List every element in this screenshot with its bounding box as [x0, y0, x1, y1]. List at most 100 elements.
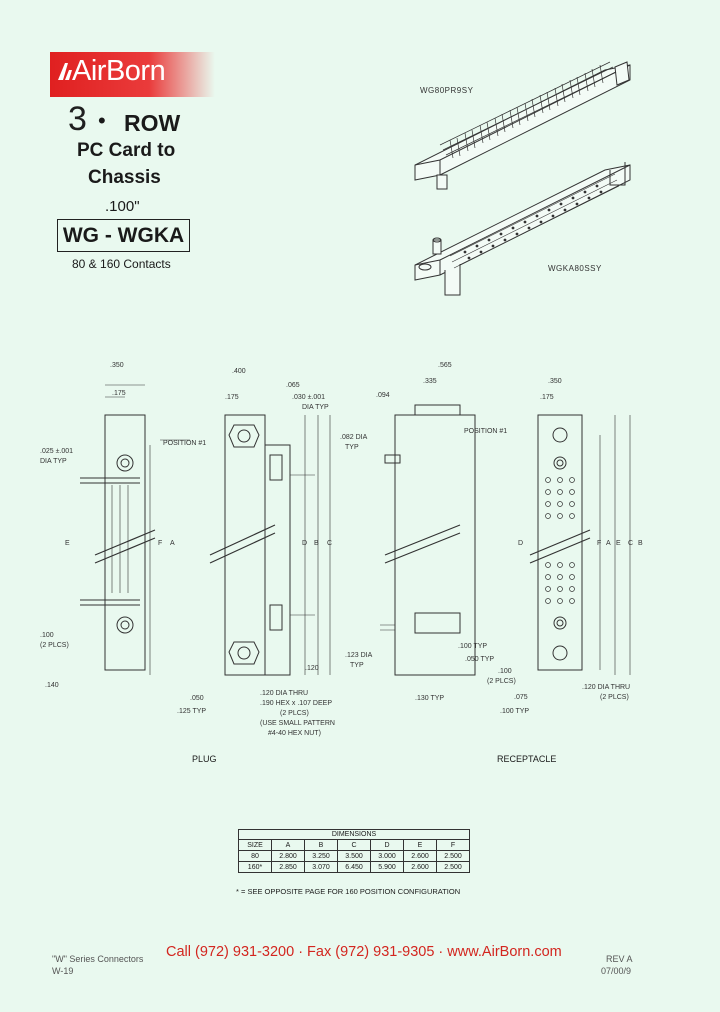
rec-side-d: D — [518, 540, 523, 547]
rec-dim-050typ: .050 TYP — [465, 656, 494, 663]
plug-side-d: D — [302, 540, 307, 547]
receptacle-connector-drawing — [414, 162, 631, 296]
plug-part-number: WG80PR9SY — [420, 86, 474, 95]
header-b: B — [304, 839, 338, 851]
title-line-1: PC Card to — [77, 140, 176, 161]
plug-dia-025-typ: DIA TYP — [40, 458, 67, 465]
title-line-2: Chassis — [88, 167, 161, 188]
plug-connector-drawing — [414, 61, 631, 190]
receptacle-part-number: WGKA80SSY — [548, 264, 602, 273]
rec-dim-175: .175 — [540, 394, 554, 401]
table-cell: 2.600 — [403, 861, 437, 873]
plug-note-3: (2 PLCS) — [280, 710, 309, 717]
table-header-row: SIZE A B C D E F — [238, 839, 470, 851]
plug-dim-100: .100 — [40, 632, 54, 639]
rec-dim-094: .094 — [376, 392, 390, 399]
plug-side-a: A — [170, 540, 175, 547]
plug-dim-175: .175 — [112, 390, 126, 397]
plug-dim-120: .120 — [305, 665, 319, 672]
header-f: F — [436, 839, 470, 851]
plug-dim-140: .140 — [45, 682, 59, 689]
plug-dia-030-typ: DIA TYP — [302, 404, 329, 411]
logo-banner — [50, 52, 215, 97]
plug-side-b: B — [314, 540, 319, 547]
plug-dia-030: .030 ±.001 — [292, 394, 325, 401]
table-cell: 3.250 — [304, 850, 338, 862]
footer-page: W-19 — [52, 966, 74, 976]
rec-side-c: C — [628, 540, 633, 547]
table-cell: 6.450 — [337, 861, 371, 873]
rec-position-1: POSITION #1 — [464, 428, 507, 435]
rec-dim-350: .350 — [548, 378, 562, 385]
row-label: ROW — [124, 110, 181, 136]
pitch-label: .100" — [105, 198, 140, 215]
table-row: 160* 2.850 3.070 6.450 5.900 2.600 2.500 — [238, 861, 470, 873]
table-cell: 2.800 — [271, 850, 305, 862]
header-size: SIZE — [238, 839, 272, 851]
contacts-label: 80 & 160 Contacts — [72, 257, 171, 271]
receptacle-side-view — [380, 404, 476, 676]
plug-label: PLUG — [192, 754, 217, 764]
rec-dim-130typ: .130 TYP — [415, 695, 444, 702]
rec-dia-082-typ: TYP — [345, 444, 359, 451]
connector-illustration — [414, 61, 631, 296]
table-cell: 80 — [238, 850, 272, 862]
rec-side-f: F — [597, 540, 601, 547]
plug-dim-400: .400 — [232, 368, 246, 375]
technical-drawings: .350 .175 .025 ±.001 DIA TYP POSITION #1… — [40, 362, 643, 737]
brand-name: AirBorn — [72, 55, 166, 87]
series-box: WG - WGKA — [57, 219, 190, 252]
plug-note-5: #4-40 HEX NUT) — [268, 730, 321, 737]
plug-dim-065: .065 — [286, 382, 300, 389]
table-cell: 5.900 — [370, 861, 404, 873]
footer-date: 07/00/9 — [601, 966, 632, 976]
table-cell: 3.000 — [370, 850, 404, 862]
footer-series: "W" Series Connectors — [52, 954, 144, 964]
plug-side-f: F — [158, 540, 162, 547]
plug-side-e: E — [65, 540, 70, 547]
rec-side-e: E — [616, 540, 621, 547]
rec-dia-082: .082 DIA — [340, 434, 368, 441]
rec-dia-123: .123 DIA — [345, 652, 373, 659]
rec-dim-100: .100 — [498, 668, 512, 675]
row-separator: • — [98, 108, 106, 133]
rec-side-b: B — [638, 540, 643, 547]
rec-dim-335: .335 — [423, 378, 437, 385]
rec-dim-565: .565 — [438, 362, 452, 369]
table-cell: 2.600 — [403, 850, 437, 862]
rec-dim-100typ-b: .100 TYP — [500, 708, 529, 715]
header-a: A — [271, 839, 305, 851]
airborn-logo-icon — [58, 63, 72, 80]
footer-revision: REV A — [606, 954, 633, 964]
table-footnote: * = SEE OPPOSITE PAGE FOR 160 POSITION C… — [236, 887, 461, 896]
row-count: 3 — [68, 100, 87, 138]
rec-side-a: A — [606, 540, 611, 547]
plug-note-2: .190 HEX x .107 DEEP — [260, 700, 332, 707]
table-cell: 3.500 — [337, 850, 371, 862]
plug-dim-350: .350 — [110, 362, 124, 369]
table-cell: 3.070 — [304, 861, 338, 873]
receptacle-front-view — [529, 414, 631, 675]
table-cell: 160* — [238, 861, 272, 873]
plug-note-1: .120 DIA THRU — [260, 690, 308, 697]
rec-dim-075: .075 — [514, 694, 528, 701]
plug-dim-100-plcs: (2 PLCS) — [40, 642, 69, 649]
table-cell: 2.850 — [271, 861, 305, 873]
receptacle-label: RECEPTACLE — [497, 754, 557, 764]
plug-position-1: POSITION #1 — [163, 440, 206, 447]
rec-thru-2: (2 PLCS) — [600, 694, 629, 701]
table-cell: 2.500 — [436, 850, 470, 862]
contact-link[interactable]: Call (972) 931-3200 · Fax (972) 931-9305… — [166, 944, 562, 960]
plug-side-view — [80, 384, 190, 675]
table-cell: 2.500 — [436, 861, 470, 873]
plug-dim-125typ: .125 TYP — [177, 708, 206, 715]
dimensions-caption: DIMENSIONS — [238, 829, 470, 839]
header-d: D — [370, 839, 404, 851]
header-c: C — [337, 839, 371, 851]
plug-side-c: C — [327, 540, 332, 547]
rec-dia-123-typ: TYP — [350, 662, 364, 669]
plug-dim-050: .050 — [190, 695, 204, 702]
plug-front-view — [209, 414, 331, 676]
plug-dim-175b: .175 — [225, 394, 239, 401]
plug-note-4: (USE SMALL PATTERN — [260, 720, 335, 727]
